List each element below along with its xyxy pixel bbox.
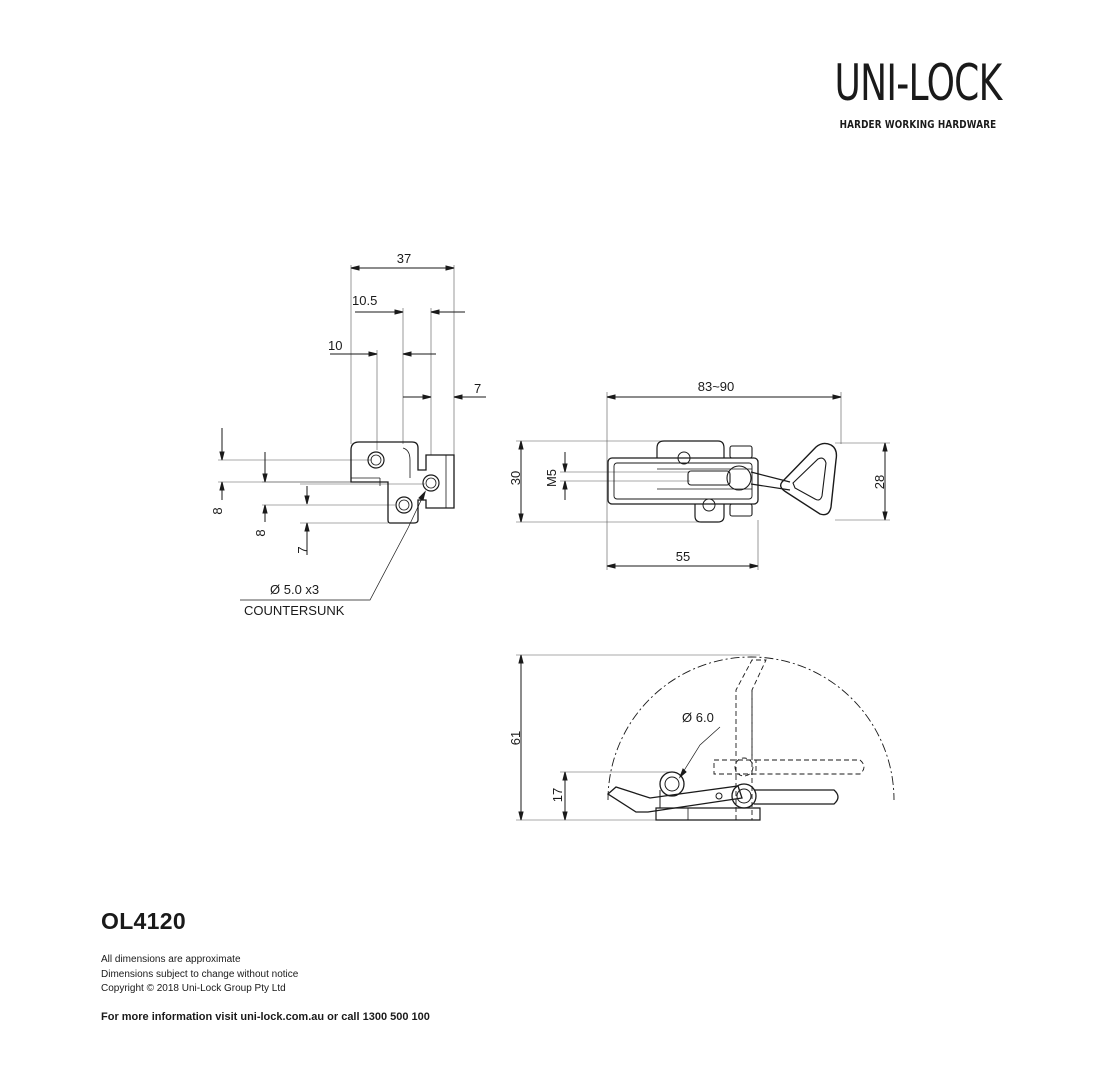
dim-7-top: 7 [474,381,481,396]
dim-pin-diameter: Ø 6.0 [682,710,714,725]
dim-61: 61 [508,731,523,745]
dim-37: 37 [397,251,411,266]
dim-83-90: 83~90 [698,379,735,394]
keeper-plate-view [218,265,486,601]
dim-8-left: 8 [210,507,225,514]
brand-logo: UNI-LOCK HARDER WORKING HARDWARE [800,58,1036,131]
dim-10: 10 [328,338,342,353]
dim-10-5: 10.5 [352,293,377,308]
dim-17: 17 [550,788,565,802]
dim-55: 55 [676,549,690,564]
note-line: Dimensions subject to change without not… [101,968,299,980]
hole-note-countersunk: COUNTERSUNK [244,603,345,618]
latch-side-view [516,654,895,821]
footer-notes: All dimensions are approximate Dimension… [101,953,298,997]
dim-m5: M5 [544,469,559,487]
dim-28: 28 [872,475,887,489]
latch-top-view [516,392,890,570]
dim-8-middle: 8 [253,529,268,536]
note-line: Copyright © 2018 Uni-Lock Group Pty Ltd [101,983,286,994]
dim-7-bottom: 7 [295,546,310,553]
brand-name: UNI-LOCK [834,54,1003,112]
dim-30: 30 [508,471,523,485]
brand-tagline: HARDER WORKING HARDWARE [839,118,997,131]
hole-note: Ø 5.0 x3 [270,582,319,597]
note-line: All dimensions are approximate [101,954,241,965]
model-number: OL4120 [101,908,186,934]
contact-info: For more information visit uni-lock.com.… [101,1011,430,1023]
